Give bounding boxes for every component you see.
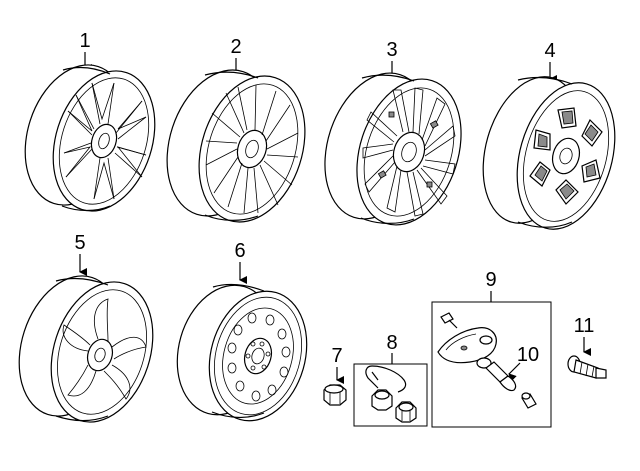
valve-stem-icon (476, 357, 537, 409)
lug-nut-icon (323, 384, 347, 406)
callout-7: 7 (331, 345, 342, 367)
callout-10: 10 (517, 344, 539, 366)
wheel-lock-kit-icon (365, 365, 417, 423)
split-spoke-alloy-wheel-icon (24, 64, 156, 212)
callout-11: 11 (574, 315, 595, 337)
steel-wheel-icon (176, 283, 308, 422)
callout-9: 9 (485, 269, 496, 291)
tpms-sensor-kit-icon (437, 312, 497, 364)
kit-box-8 (353, 363, 428, 427)
six-window-alloy-wheel-icon (482, 76, 616, 230)
callout-4: 4 (544, 40, 555, 62)
leader-arrows (79, 52, 591, 384)
callout-3: 3 (386, 39, 397, 61)
callout-1: 1 (79, 30, 90, 52)
five-blade-alloy-wheel-icon (18, 275, 154, 423)
callout-6: 6 (234, 240, 245, 262)
valve-stem-icon (567, 355, 607, 379)
multi-spoke-alloy-wheel-icon (324, 72, 462, 226)
ten-spoke-alloy-wheel-icon (166, 69, 306, 223)
leader-arrow-10 (508, 362, 521, 382)
callout-2: 2 (230, 36, 241, 58)
callout-8: 8 (386, 332, 397, 354)
callout-5: 5 (74, 232, 85, 254)
kit-box-9 (431, 301, 552, 428)
